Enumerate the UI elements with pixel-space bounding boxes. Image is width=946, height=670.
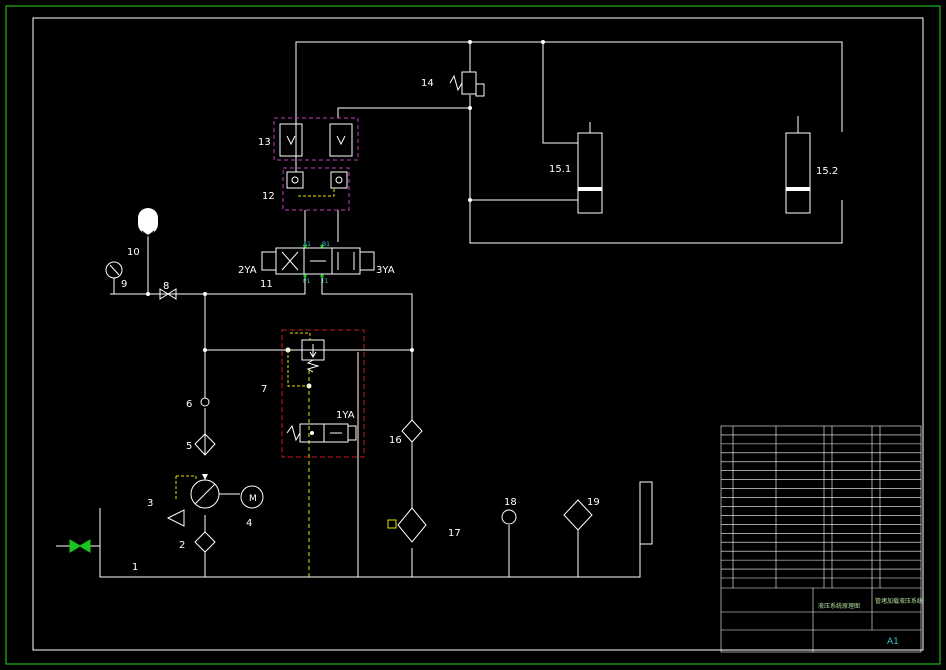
inner-frame <box>32 17 924 651</box>
label-2ya: 2YA <box>238 265 257 276</box>
label-4: 4 <box>246 518 252 529</box>
label-1ya: 1YA <box>336 410 355 421</box>
drawing-name: 管堵加载液压系统 <box>875 597 923 605</box>
label-16: 16 <box>389 435 402 446</box>
label-14: 14 <box>421 78 434 89</box>
solenoid-valve-1ya <box>286 423 357 443</box>
pressure-gauge <box>105 261 123 279</box>
title-block <box>720 425 922 653</box>
label-5: 5 <box>186 441 192 452</box>
label-11: 11 <box>260 279 273 290</box>
pump-motor <box>166 474 264 527</box>
port-labels: A1 B1 P1 T1 <box>303 241 330 285</box>
sheet-size: A1 <box>887 637 899 647</box>
cylinder-15-1 <box>577 122 603 214</box>
stop-valve <box>159 288 177 300</box>
label-9: 9 <box>121 279 127 290</box>
label-3ya: 3YA <box>376 265 395 276</box>
port-a1: A1 <box>303 241 311 248</box>
throttle-valve-box <box>273 117 359 161</box>
label-10: 10 <box>127 247 140 258</box>
directional-valve <box>261 244 375 278</box>
label-8: 8 <box>163 281 169 292</box>
junction-dots <box>146 40 545 352</box>
filters <box>69 397 653 553</box>
component-labels: 1 2 3 4 5 6 7 8 9 10 11 12 13 14 15.1 15… <box>121 78 838 573</box>
label-6: 6 <box>186 399 192 410</box>
port-t1: T1 <box>320 278 329 285</box>
label-17: 17 <box>448 528 461 539</box>
drawing-subtitle: 液压系统原理图 <box>818 602 860 610</box>
label-15-2: 15.2 <box>816 166 838 177</box>
cylinder-15-2 <box>785 116 811 214</box>
throttle-check-valves <box>279 123 353 157</box>
check-valve-box <box>282 167 350 211</box>
pilot-check-valves <box>286 171 348 197</box>
label-motor: M <box>249 494 257 504</box>
label-15-1: 15.1 <box>549 164 571 175</box>
port-b1: B1 <box>322 241 330 248</box>
label-18: 18 <box>504 497 517 508</box>
relief-valve <box>285 332 325 389</box>
label-1: 1 <box>132 562 138 573</box>
sequence-valve <box>449 71 485 97</box>
accumulator <box>138 208 158 237</box>
label-19: 19 <box>587 497 600 508</box>
label-12: 12 <box>262 191 275 202</box>
relief-unit-box <box>281 329 365 458</box>
label-13: 13 <box>258 137 271 148</box>
label-7: 7 <box>261 384 267 395</box>
outer-frame <box>5 5 941 665</box>
label-3: 3 <box>147 498 153 509</box>
title-block-text: 管堵加载液压系统 液压系统原理图 A1 <box>818 597 923 647</box>
pipelines <box>56 41 843 578</box>
label-2: 2 <box>179 540 185 551</box>
port-p1: P1 <box>303 278 311 285</box>
